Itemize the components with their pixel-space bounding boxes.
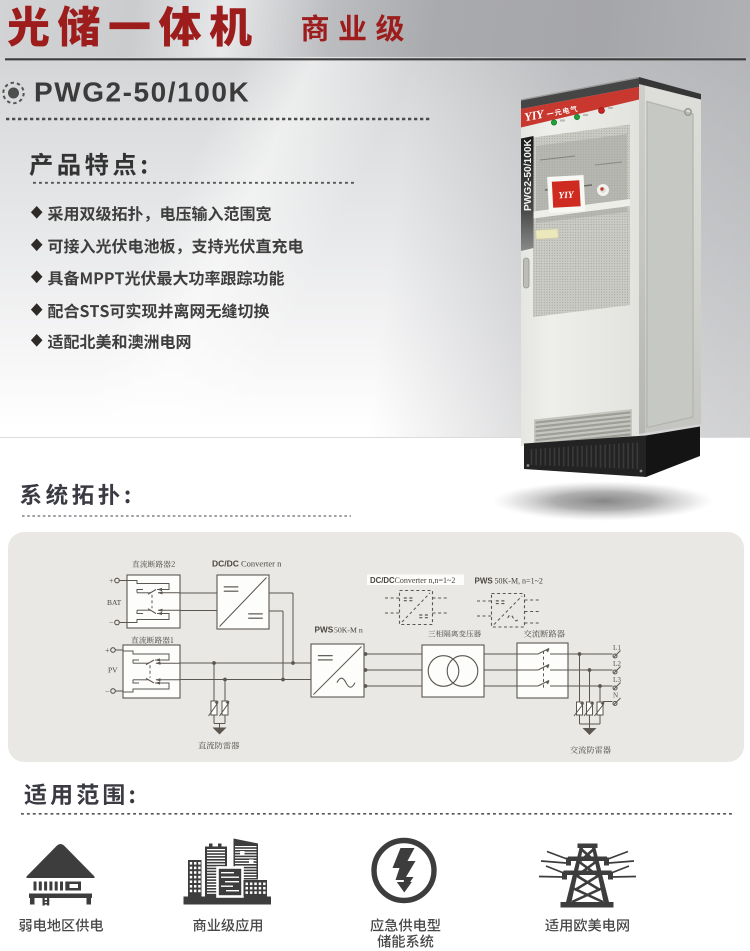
svg-text:YIY: YIY — [523, 107, 546, 125]
svg-text:PWS: PWS — [315, 626, 334, 635]
svg-text:L3: L3 — [613, 676, 621, 684]
svg-text:DC/DC: DC/DC — [212, 559, 239, 569]
svg-text:Converter n: Converter n — [241, 559, 282, 569]
svg-text:Converter n,n=1~2: Converter n,n=1~2 — [395, 576, 456, 585]
svg-text:−: − — [109, 619, 114, 628]
svg-text:50K-M n: 50K-M n — [334, 626, 363, 635]
svg-text:+: + — [105, 646, 110, 655]
svg-text:DC/DC: DC/DC — [370, 576, 395, 585]
svg-text:+: + — [109, 577, 114, 586]
svg-text:L2: L2 — [613, 660, 621, 668]
svg-text:BAT: BAT — [107, 598, 122, 607]
svg-text:L1: L1 — [613, 644, 621, 652]
svg-text:50K-M, n=1~2: 50K-M, n=1~2 — [495, 577, 543, 586]
svg-text:PWG2-50/100K: PWG2-50/100K — [34, 77, 250, 108]
svg-text:PV: PV — [108, 666, 118, 675]
svg-text:PWS: PWS — [475, 577, 494, 586]
svg-text:YIY: YIY — [558, 191, 575, 202]
svg-text:N: N — [613, 692, 619, 700]
svg-text:−: − — [105, 687, 110, 696]
svg-text:PWG2-50/100K: PWG2-50/100K — [523, 138, 534, 211]
